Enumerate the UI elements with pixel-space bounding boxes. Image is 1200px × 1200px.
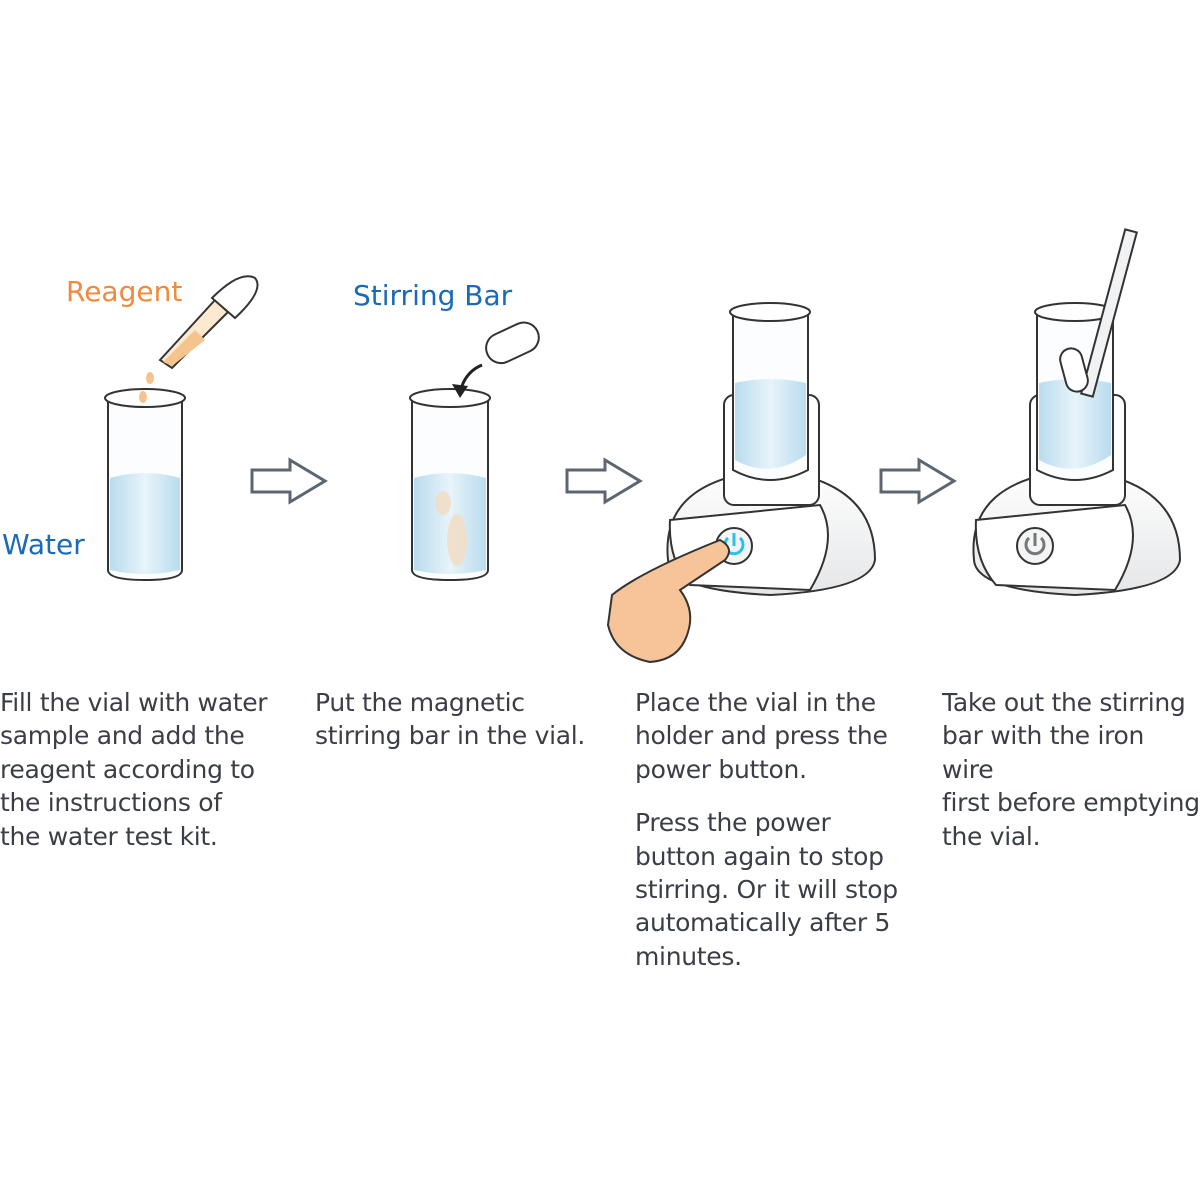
water-label: Water [2,528,85,561]
line: Put the magnetic [315,688,525,717]
line: Fill the vial with water [0,688,268,717]
line: reagent according to [0,754,255,784]
line: Take out the stirring [942,688,1186,717]
magnetic-stirrer-off [972,228,1182,597]
dropper-icon [139,275,259,403]
line: power button. [635,754,807,784]
line: the water test kit. [0,821,218,851]
line: stirring. Or it will stop [635,875,898,905]
line: minutes. [635,941,742,971]
line: Place the vial in the [635,688,876,717]
step-2-text: Put the magnetic stirring bar in the via… [315,686,615,753]
stirring-bar-label: Stirring Bar [353,279,513,312]
finger-pressing-icon [606,538,730,664]
vial-with-stirring-bar [409,321,540,582]
line: bar with the iron wire [942,721,1145,784]
line: the vial. [942,821,1041,851]
vial-with-water [104,388,186,582]
line: sample and add the [0,721,245,751]
arrow-right-icon [250,457,957,505]
step-4-text: Take out the stirring bar with the iron … [942,686,1200,853]
reagent-label: Reagent [66,275,183,308]
line: first before emptying [942,788,1200,818]
line: the instructions of [0,788,222,818]
step-1-text: Fill the vial with water sample and add … [0,686,290,853]
line: Press the power [635,808,831,838]
step-3-text: Place the vial in the holder and press t… [635,686,935,973]
line: button again to stop [635,841,884,871]
line: automatically after 5 [635,908,891,938]
line: holder and press the [635,721,888,751]
line: stirring bar in the vial. [315,721,586,751]
